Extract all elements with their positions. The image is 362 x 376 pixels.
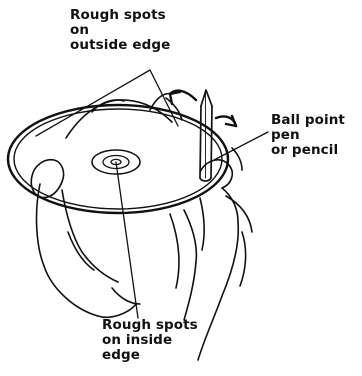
outside-edge-label-line-3: outside edge xyxy=(70,38,170,53)
curved-arrow-icon xyxy=(170,91,236,126)
inside-edge-label: Rough spots on inside edge xyxy=(102,318,198,363)
outside-edge-label-line-2: on xyxy=(70,23,170,38)
left-hand xyxy=(31,160,140,318)
inside-edge-label-line-3: edge xyxy=(102,348,198,363)
outside-edge-label: Rough spots on outside edge xyxy=(70,8,170,53)
outside-edge-label-line-1: Rough spots xyxy=(70,8,170,23)
pen-label: Ball point pen or pencil xyxy=(271,113,345,158)
pen-label-line-3: or pencil xyxy=(271,143,345,158)
inside-edge-label-line-1: Rough spots xyxy=(102,318,198,333)
pen-label-line-2: pen xyxy=(271,128,345,143)
inside-edge-label-line-2: on inside xyxy=(102,333,198,348)
pen-label-line-1: Ball point xyxy=(271,113,345,128)
